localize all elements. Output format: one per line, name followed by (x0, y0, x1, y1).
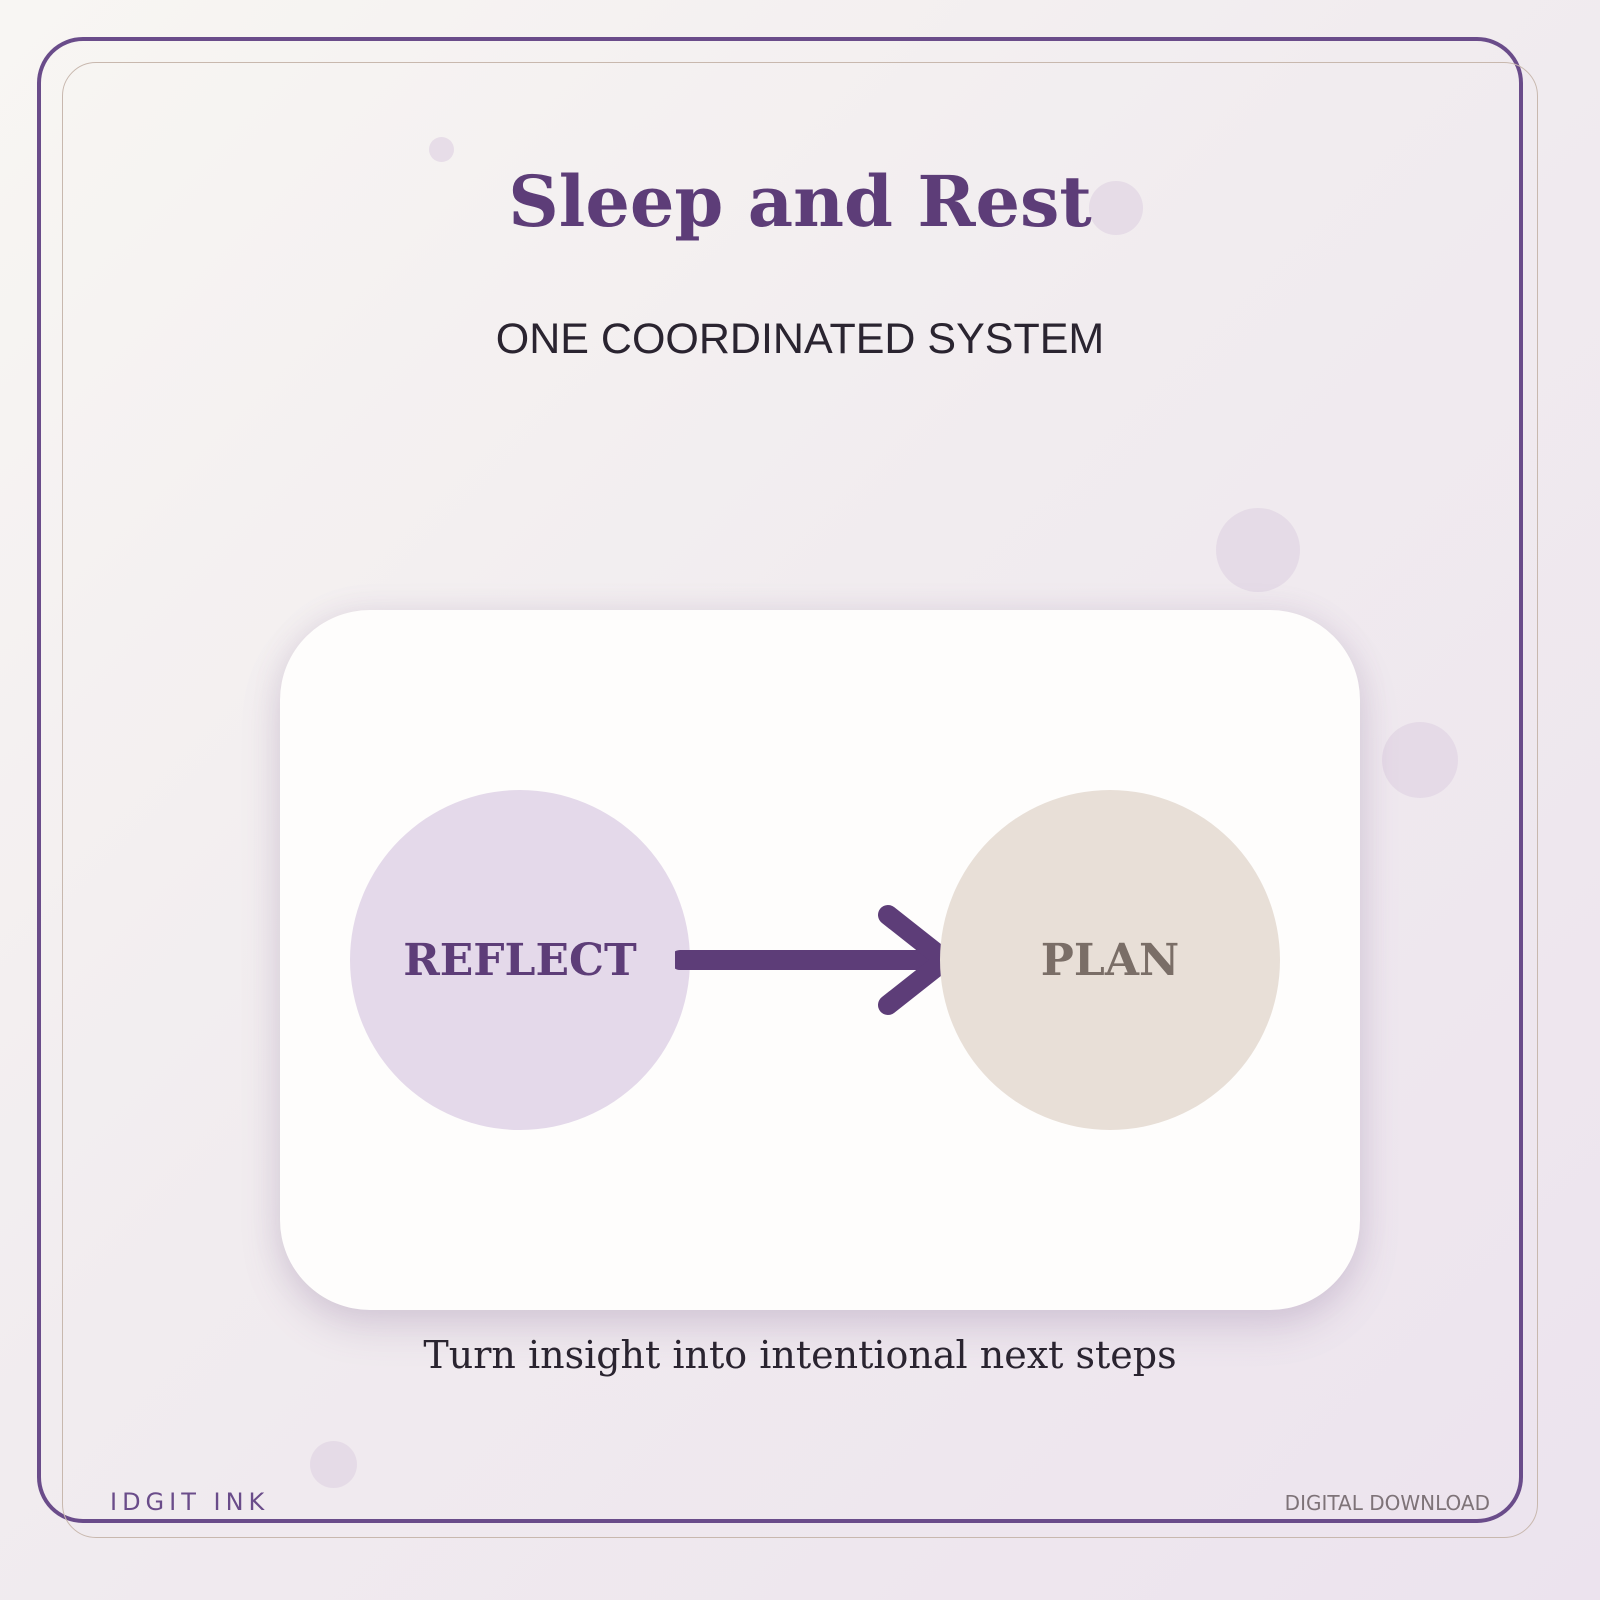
reflect-node: REFLECT (350, 790, 690, 1130)
arrow-right-icon (675, 905, 955, 1015)
diagram-card: REFLECT PLAN (280, 610, 1360, 1310)
page-subtitle: ONE COORDINATED SYSTEM (495, 315, 1105, 363)
outer-frame-border (37, 37, 1523, 1523)
page-title: Sleep and Rest (508, 160, 1092, 243)
decorative-dot (1216, 508, 1300, 592)
diagram-caption: Turn insight into intentional next steps (423, 1333, 1177, 1377)
decorative-dot (429, 137, 454, 162)
download-tag: DIGITAL DOWNLOAD (1284, 1491, 1490, 1515)
decorative-dot (1382, 722, 1458, 798)
decorative-dot (1089, 181, 1143, 235)
reflect-node-label: REFLECT (403, 934, 637, 986)
decorative-dot (310, 1441, 357, 1488)
brand-name: IDGIT INK (110, 1488, 270, 1516)
plan-node-label: PLAN (1040, 934, 1180, 986)
inner-frame-border (62, 62, 1538, 1538)
plan-node: PLAN (940, 790, 1280, 1130)
